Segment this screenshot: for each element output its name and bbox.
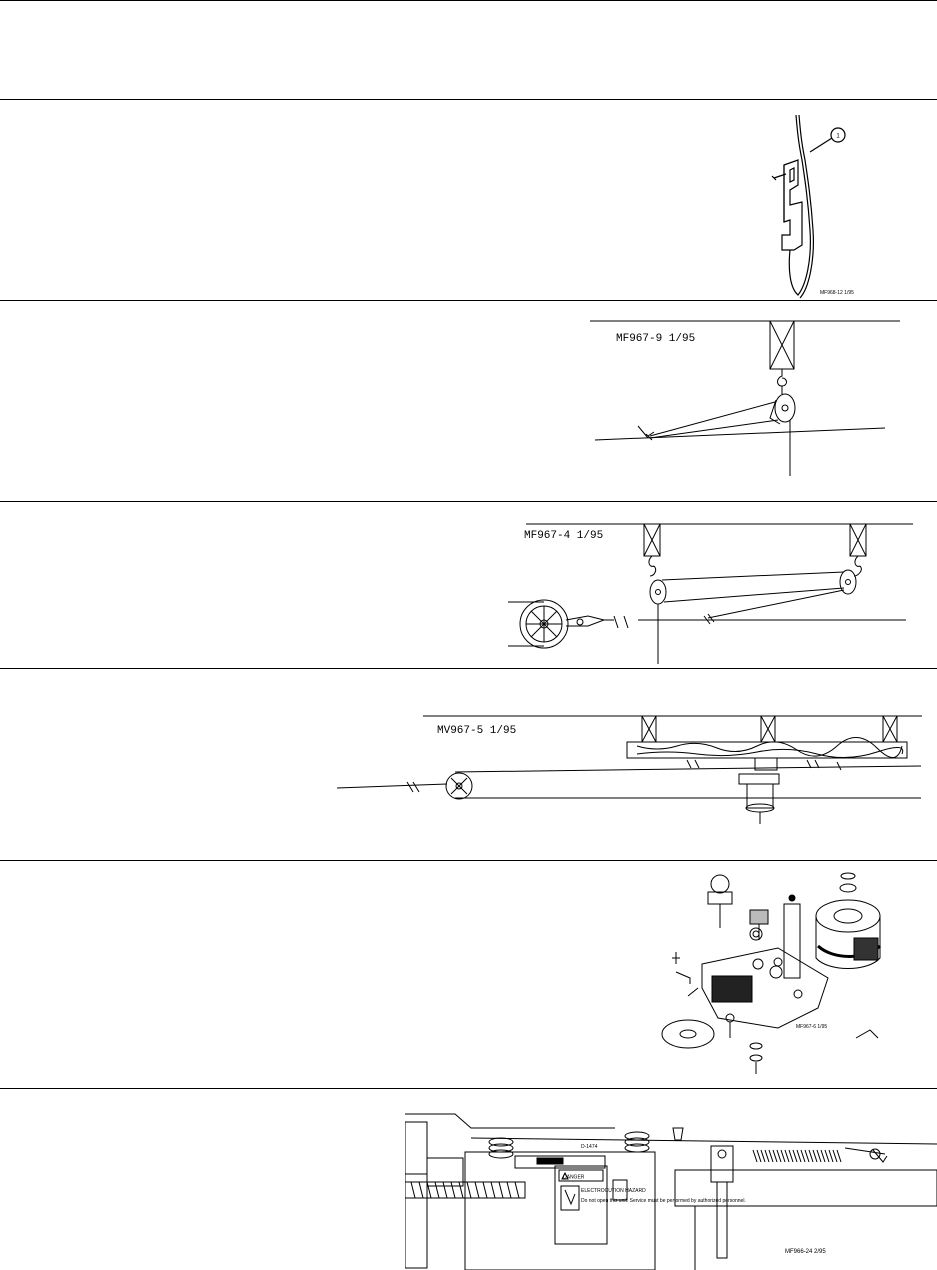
section-divider — [0, 300, 937, 301]
section-divider — [0, 99, 937, 100]
section-divider — [0, 1088, 937, 1089]
figure-code: MF966-24 2/95 — [785, 1249, 826, 1255]
double-pulley-figure: MF967-4 1/95 — [508, 516, 918, 666]
winch-unit-figure: DANGER ELECTROCUTION HAZARD Do not open … — [405, 1108, 937, 1270]
danger-text: Do not open this unit. Service must be p… — [581, 1198, 746, 1204]
danger-subtitle: ELECTROCUTION HAZARD — [581, 1188, 646, 1194]
hook-detail-figure: 1 MF968-12 1/95 — [760, 110, 870, 300]
section-divider — [0, 860, 937, 861]
exploded-assembly-figure: MF967-6 1/95 — [658, 868, 898, 1078]
single-pulley-figure: MF967-9 1/95 — [590, 308, 910, 488]
figure-code: MF967-9 1/95 — [616, 333, 695, 345]
figure-code: MF967-4 1/95 — [524, 530, 603, 542]
label-tag: D-1474 — [581, 1144, 598, 1150]
overhead-pulley-figure: MV967-5 1/95 — [337, 708, 927, 838]
danger-title: DANGER — [563, 1175, 585, 1181]
section-divider — [0, 0, 937, 1]
figure-code: MF968-12 1/95 — [820, 290, 854, 296]
section-divider — [0, 501, 937, 502]
figure-code: MV967-5 1/95 — [437, 725, 516, 737]
figure-code: MF967-6 1/95 — [796, 1024, 827, 1030]
callout-number: 1 — [836, 134, 840, 140]
section-divider — [0, 668, 937, 669]
